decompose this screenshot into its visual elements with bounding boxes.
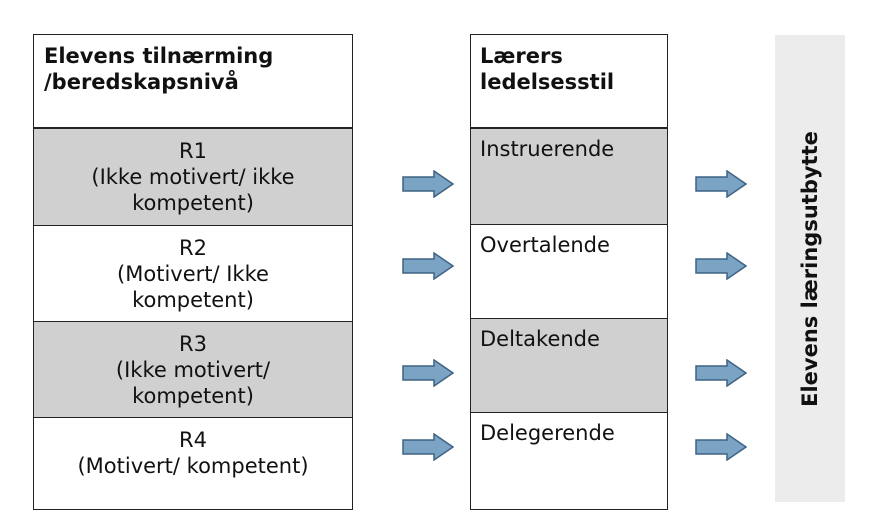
leadership-style-header: Lærers ledelsesstil (471, 35, 667, 129)
readiness-row-r2-line-3: kompetent) (132, 288, 254, 312)
readiness-row-r1-line-1: R1 (179, 139, 207, 163)
readiness-row-r3-line-3: kompetent) (132, 384, 254, 408)
readiness-header: Elevens tilnærming /beredskapsnivå (34, 35, 352, 129)
arrow-right-icon (695, 252, 747, 280)
arrow-right-icon (695, 170, 747, 198)
readiness-header-line-1: Elevens tilnærming (44, 44, 274, 68)
readiness-row-r3-line-2: (Ikke motivert/ (115, 358, 271, 382)
leadership-style-header-line-1: Lærers (480, 44, 563, 68)
readiness-row-r1-line-2: (Ikke motivert/ ikke (91, 165, 295, 189)
readiness-row-r1: R1 (Ikke motivert/ ikke kompetent) (34, 129, 352, 225)
leadership-style-deltakende: Deltakende (471, 318, 667, 412)
arrow-right-icon (695, 433, 747, 461)
readiness-row-r4-line-2: (Motivert/ kompetent) (77, 454, 309, 478)
arrow-right-icon (402, 433, 454, 461)
learning-outcome-label: Elevens læringsutbytte (798, 130, 822, 407)
readiness-row-r4-line-1: R4 (179, 428, 207, 452)
leadership-style-header-line-2: ledelsesstil (480, 70, 615, 94)
readiness-row-r2-line-1: R2 (179, 236, 207, 260)
readiness-table: Elevens tilnærming /beredskapsnivå R1 (I… (33, 34, 353, 510)
learning-outcome-box: Elevens læringsutbytte (775, 35, 845, 502)
leadership-style-delegerende: Delegerende (471, 412, 667, 509)
arrow-right-icon (695, 359, 747, 387)
readiness-row-r3-line-1: R3 (179, 332, 207, 356)
readiness-row-r2: R2 (Motivert/ Ikke kompetent) (34, 225, 352, 321)
arrow-right-icon (402, 359, 454, 387)
leadership-style-instruerende: Instruerende (471, 129, 667, 224)
readiness-row-r4: R4 (Motivert/ kompetent) (34, 417, 352, 509)
leadership-style-table: Lærers ledelsesstil Instruerende Overtal… (470, 34, 668, 510)
arrow-right-icon (402, 170, 454, 198)
readiness-row-r2-line-2: (Motivert/ Ikke (117, 262, 269, 286)
readiness-row-r3: R3 (Ikke motivert/ kompetent) (34, 321, 352, 417)
readiness-row-r1-line-3: kompetent) (132, 191, 254, 215)
readiness-header-line-2: /beredskapsnivå (44, 70, 239, 94)
arrow-right-icon (402, 252, 454, 280)
leadership-style-overtalende: Overtalende (471, 224, 667, 318)
